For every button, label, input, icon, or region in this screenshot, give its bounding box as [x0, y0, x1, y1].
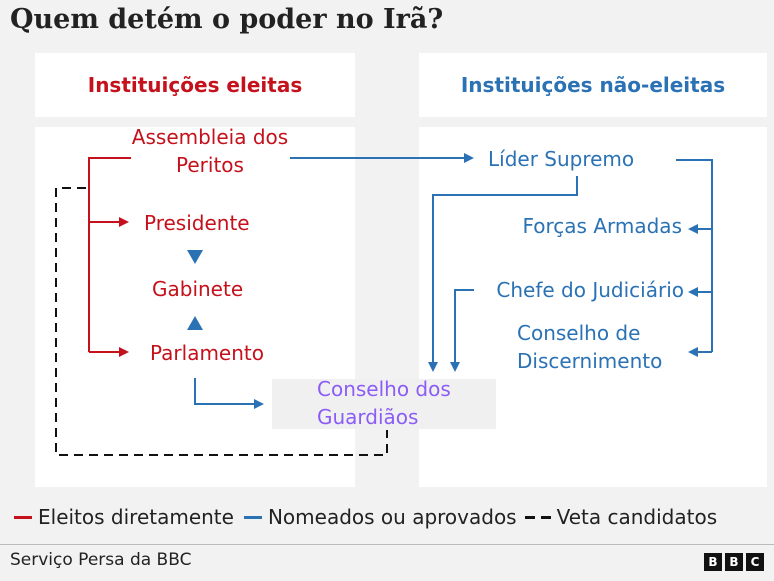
guardians-line-2: Guardiãos — [317, 405, 419, 429]
expediency-line-2: Discernimento — [517, 349, 663, 373]
leader-appoint-line — [676, 159, 713, 352]
guardians-line-1: Conselho dos — [317, 377, 451, 401]
president-to-cabinet-triangle — [187, 250, 203, 264]
president-node: Presidente — [144, 211, 250, 235]
assembly-line-2: Peritos — [176, 153, 244, 177]
elected-column-header: Instituições eleitas — [87, 73, 303, 97]
judiciary-to-guardians-arrow — [450, 289, 474, 372]
parliament-node: Parlamento — [150, 341, 264, 365]
assembly-line-1: Assembleia dos — [131, 125, 289, 149]
legend: Eleitos diretamente Nomeados ou aprovado… — [14, 505, 717, 529]
bbc-logo-letter-2: B — [725, 553, 743, 571]
parliament-to-guardians-arrow — [194, 378, 264, 409]
legend-elected-label: Eleitos diretamente — [38, 505, 234, 529]
guardians-panel — [272, 379, 496, 429]
bbc-logo: B B C — [704, 553, 764, 571]
leader-to-guardians-arrow — [428, 176, 578, 372]
elected-header-panel — [35, 53, 355, 117]
supreme-leader-node: Líder Supremo — [488, 147, 635, 171]
unelected-header-panel — [419, 53, 767, 117]
page-title: Quem detém o poder no Irã? — [10, 4, 444, 35]
legend-veto-label: Veta candidatos — [556, 505, 718, 529]
legend-elected-swatch — [14, 515, 32, 519]
cabinet-node: Gabinete — [152, 277, 244, 301]
bbc-logo-letter-3: C — [746, 553, 764, 571]
expediency-council-node: Conselho de Discernimento — [517, 319, 662, 375]
judiciary-node: Chefe do Judiciário — [496, 278, 684, 302]
veto-line — [55, 187, 388, 456]
unelected-column-header: Instituições não-eleitas — [460, 73, 726, 97]
assembly-of-experts: Assembleia dos Peritos — [120, 123, 300, 179]
source-credit: Serviço Persa da BBC — [10, 550, 192, 570]
armed-forces-node: Forças Armadas — [522, 214, 682, 238]
bbc-logo-letter-1: B — [704, 553, 722, 571]
expediency-line-1: Conselho de — [517, 321, 641, 345]
guardian-council-node: Conselho dos Guardiãos — [317, 375, 451, 431]
elected-link-assembly — [88, 157, 131, 352]
footer-divider — [0, 544, 774, 545]
legend-appointed-label: Nomeados ou aprovados — [267, 505, 517, 529]
legend-appointed-swatch — [243, 515, 262, 519]
parliament-to-cabinet-triangle — [187, 316, 203, 330]
legend-veto-swatch — [524, 515, 551, 519]
